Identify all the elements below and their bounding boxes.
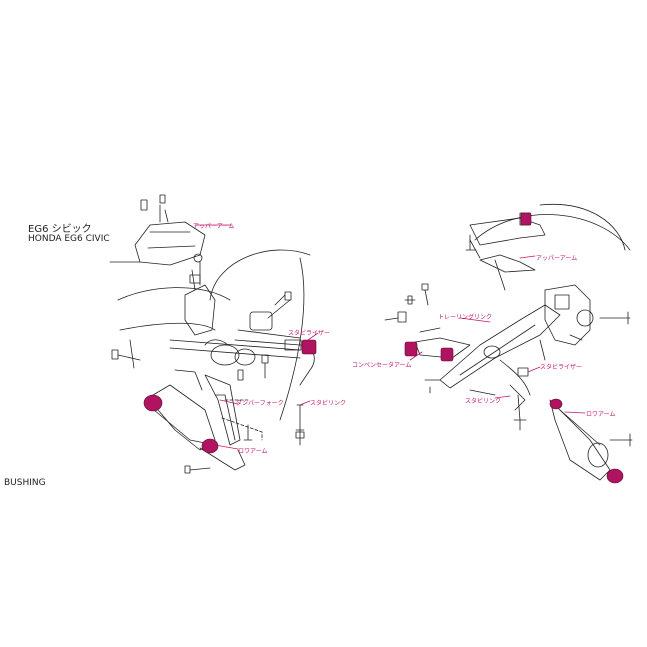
bushing-legend: BUSHING xyxy=(4,478,46,488)
model-title-ja: EG6 シビック xyxy=(28,224,92,235)
rear-upper-arm-label: アッパーアーム xyxy=(536,255,578,262)
front-stabilizer-bushing xyxy=(301,339,317,355)
rear-upper-arm-bushing xyxy=(520,212,532,226)
front-stabilizer-label: スタビライザー xyxy=(288,330,331,337)
rear-suspension xyxy=(384,203,633,481)
model-title-en: HONDA EG6 CIVIC xyxy=(28,234,110,244)
rear-compensator-bushing-outer xyxy=(440,347,454,362)
front-lower-arm-label: ロワアーム xyxy=(238,448,268,455)
rear-lower-arm-label: ロワアーム xyxy=(586,411,616,418)
rear-lower-arm-inner-bushing xyxy=(549,398,563,410)
rear-trailing-link-label: トレーリングリンク xyxy=(438,314,493,321)
rear-stabilizer-label: スタビライザー xyxy=(540,364,583,371)
front-upper-arm-label: アッパーアーム xyxy=(193,223,235,230)
front-lower-arm-rear-bushing xyxy=(201,438,219,454)
front-stabi-link-label: スタビリンク xyxy=(310,400,347,407)
rear-stabi-link-label: スタビリンク xyxy=(465,398,502,405)
front-damper-fork-label: ダンパーフォーク xyxy=(236,400,284,407)
rear-compensator-bushing-inner xyxy=(404,341,418,357)
rear-compensator-arm-label: コンペンセータアーム xyxy=(352,362,412,369)
rear-lower-arm-outer-bushing xyxy=(606,468,624,484)
front-suspension xyxy=(109,194,319,474)
front-lower-arm-front-bushing xyxy=(143,394,163,412)
